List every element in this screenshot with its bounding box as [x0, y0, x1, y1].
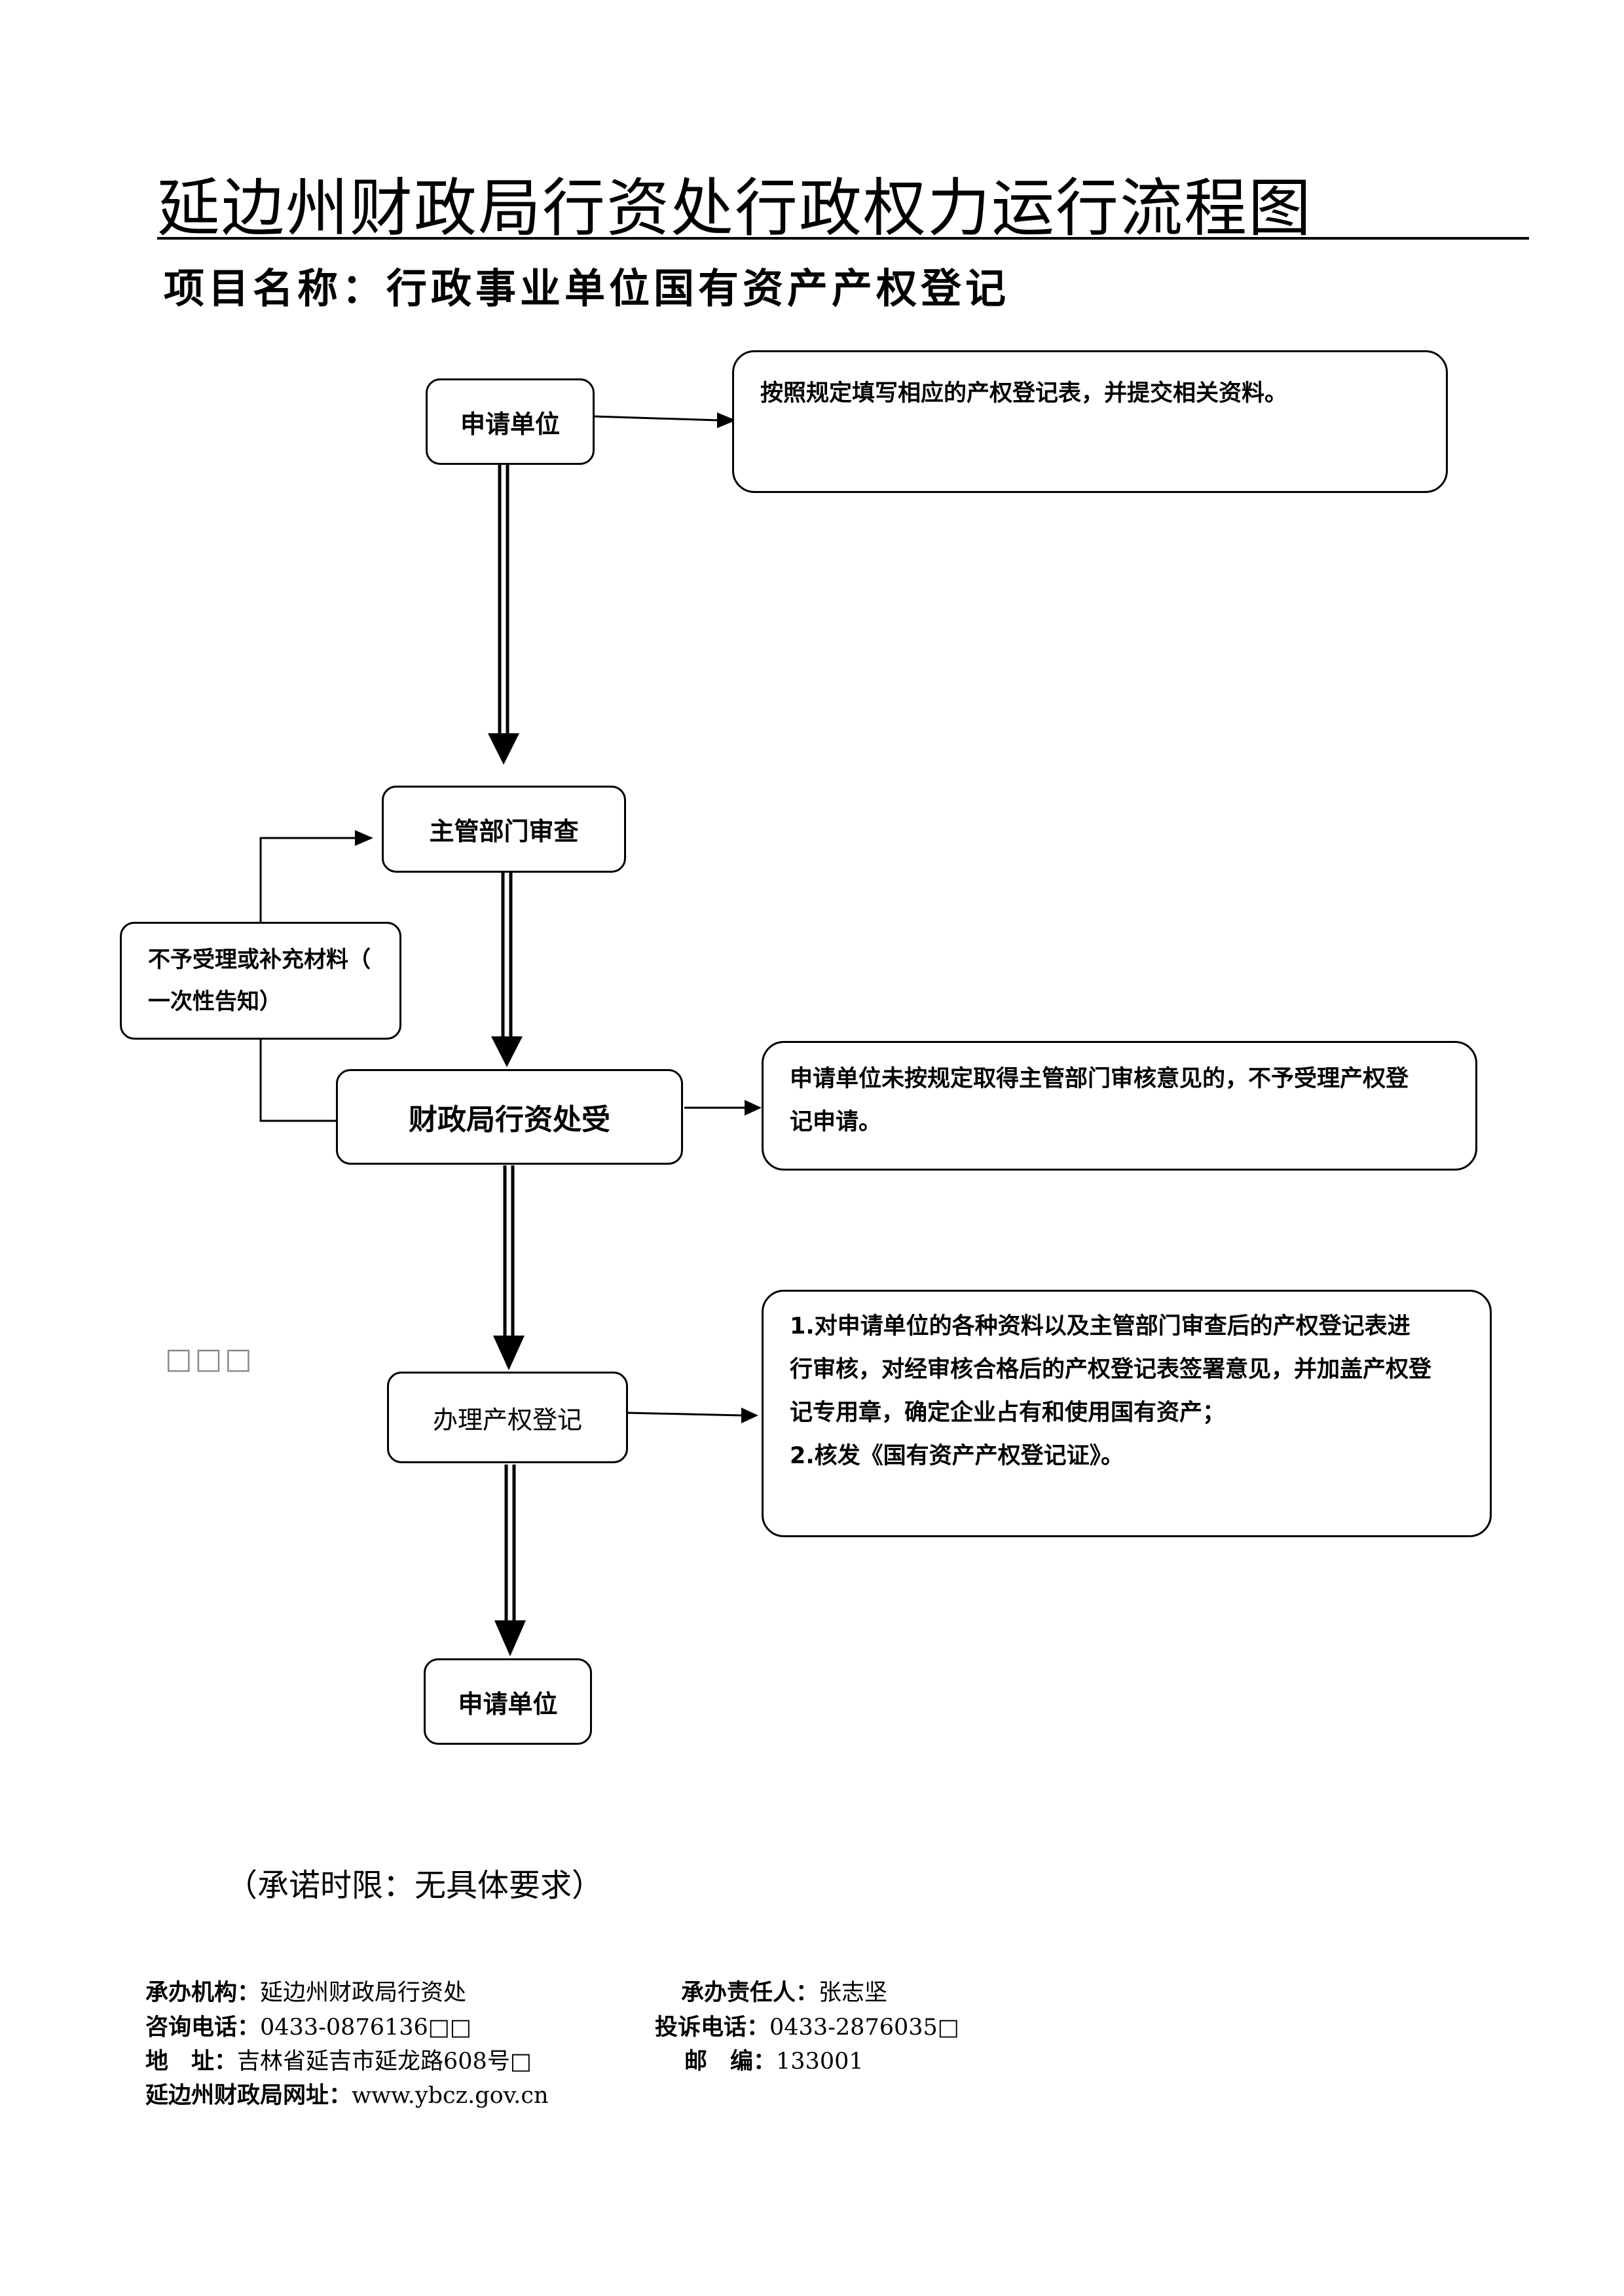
footer-person-value: 张志坚	[819, 1980, 888, 2006]
note-not-accepted-line: 记申请。	[790, 1109, 882, 1135]
footer-address: 地 址：吉林省延吉市延龙路608号□	[145, 2043, 532, 2076]
arrow-register-to-apply	[494, 1465, 526, 1656]
arrow-apply-to-review	[488, 464, 519, 765]
note-review-line: 行审核，对经审核合格后的产权登记表签署意见，并加盖产权登	[790, 1357, 1432, 1383]
note-not-accepted: 申请单位未按规定取得主管部门审核意见的，不予受理产权登 记申请。	[762, 1041, 1477, 1171]
arrow-accept-to-note	[684, 1100, 762, 1116]
arrow-feedback-loop	[259, 830, 373, 1122]
note-review-line: 1.对申请单位的各种资料以及主管部门审查后的产权登记表进	[790, 1313, 1411, 1339]
placeholder-glyphs: □□□	[165, 1342, 255, 1376]
footer-website: 延边州财政局网址：www.ybcz.gov.cn	[145, 2077, 549, 2110]
node-apply-unit-bottom-label: 申请单位	[458, 1689, 558, 1719]
note-fill-form: 按照规定填写相应的产权登记表，并提交相关资料。	[732, 350, 1448, 493]
node-process-registration: 办理产权登记	[387, 1372, 628, 1463]
note-review-steps: 1.对申请单位的各种资料以及主管部门审查后的产权登记表进 行审核，对经审核合格后…	[762, 1290, 1492, 1537]
footer-complaint-label: 投诉电话：	[655, 2014, 770, 2041]
footer-consult: 咨询电话：0433-0876136□□	[145, 2009, 471, 2042]
footer-postcode-value: 133001	[776, 2049, 864, 2075]
title-divider	[157, 237, 1529, 240]
node-apply-unit-top: 申请单位	[426, 378, 595, 465]
node-reject-line-1: 不予受理或补充材料（	[148, 947, 371, 973]
note-review-line: 2.核发《国有资产产权登记证》。	[790, 1443, 1124, 1469]
node-apply-unit-top-label: 申请单位	[460, 409, 560, 439]
footer-person-label: 承办责任人：	[681, 1980, 819, 2006]
footer-complaint-value: 0433-2876035□	[769, 2014, 959, 2041]
node-dept-review-label: 主管部门审查	[429, 817, 579, 846]
project-name: 项目名称：行政事业单位国有资产产权登记	[164, 264, 1010, 312]
arrow-review-to-accept	[491, 873, 523, 1067]
page-title: 延边州财政局行资处行政权力运行流程图	[157, 172, 1312, 245]
footer-postcode: 邮 编：133001	[684, 2043, 864, 2076]
footer-consult-value: 0433-0876136□□	[260, 2014, 471, 2041]
arrow-apply-to-note	[593, 412, 736, 428]
footer-agency: 承办机构：延边州财政局行资处	[145, 1974, 466, 2007]
node-reject-line-2: 一次性告知）	[148, 989, 282, 1015]
node-finance-accept-label: 财政局行资处受	[409, 1103, 610, 1137]
footer-agency-label: 承办机构：	[145, 1980, 261, 2006]
footer-address-label: 地 址：	[145, 2049, 238, 2075]
note-review-line: 记专用章，确定企业占有和使用国有资产；	[790, 1400, 1226, 1426]
footer-address-value: 吉林省延吉市延龙路608号□	[237, 2049, 532, 2075]
promise-time-limit: （承诺时限：无具体要求）	[226, 1867, 604, 1904]
footer-consult-label: 咨询电话：	[145, 2014, 261, 2041]
footer-agency-value: 延边州财政局行资处	[260, 1980, 467, 2006]
node-apply-unit-bottom: 申请单位	[424, 1658, 592, 1745]
node-finance-accept: 财政局行资处受	[336, 1069, 683, 1165]
footer-person: 承办责任人：张志坚	[681, 1974, 887, 2007]
note-fill-form-line: 按照规定填写相应的产权登记表，并提交相关资料。	[760, 380, 1288, 407]
node-dept-review: 主管部门审查	[382, 786, 626, 873]
node-reject-supplement: 不予受理或补充材料（ 一次性告知）	[120, 922, 401, 1040]
footer-website-label: 延边州财政局网址：	[145, 2083, 352, 2109]
note-not-accepted-line: 申请单位未按规定取得主管部门审核意见的，不予受理产权登	[790, 1066, 1409, 1092]
footer-website-value[interactable]: www.ybcz.gov.cn	[352, 2083, 549, 2109]
footer-postcode-label: 邮 编：	[684, 2049, 777, 2075]
footer-complaint: 投诉电话：0433-2876035□	[655, 2009, 959, 2042]
arrow-accept-to-register	[493, 1165, 525, 1370]
arrow-register-to-note	[627, 1408, 758, 1423]
node-process-registration-label: 办理产权登记	[432, 1405, 582, 1434]
